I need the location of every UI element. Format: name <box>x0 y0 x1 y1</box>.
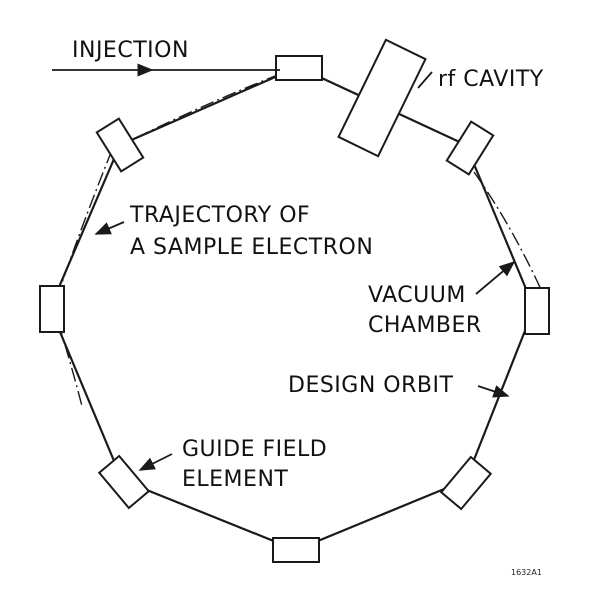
trajectory-label-line1: TRAJECTORY OF <box>129 203 310 228</box>
vacuum-chamber-label-line2: CHAMBER <box>368 313 482 338</box>
trajectory-segment-left-lower <box>57 321 83 407</box>
guide-field-label-line2: ELEMENT <box>182 467 288 492</box>
figure-code: 1632A1 <box>511 568 542 577</box>
injection-label: INJECTION <box>72 38 189 63</box>
design-orbit-leader <box>477 385 510 398</box>
guide-field-element-right <box>524 287 550 335</box>
rf-cavity-box <box>337 38 427 158</box>
guide-field-element-top <box>275 55 323 81</box>
design-orbit-label: DESIGN ORBIT <box>288 373 453 398</box>
guide-field-element-upper-right <box>445 120 495 176</box>
trajectory-segment-left-upper <box>55 149 113 301</box>
guide-field-element-lower-right <box>439 455 493 511</box>
trajectory-leader <box>94 221 125 235</box>
rf-cavity-label: rf CAVITY <box>438 67 544 92</box>
guide-field-element-left <box>39 285 65 333</box>
guide-field-element-upper-left <box>95 117 145 173</box>
vacuum-chamber-leader <box>475 260 516 295</box>
guide-field-label-line1: GUIDE FIELD <box>182 437 327 462</box>
guide-field-element-lower-left <box>97 454 151 510</box>
guide-field-leader <box>138 453 173 471</box>
guide-field-element-bottom <box>272 537 320 563</box>
vacuum-chamber-label-line1: VACUUM <box>368 283 466 308</box>
rf-cavity-leader <box>417 71 433 89</box>
trajectory-label-line2: A SAMPLE ELECTRON <box>130 235 373 260</box>
